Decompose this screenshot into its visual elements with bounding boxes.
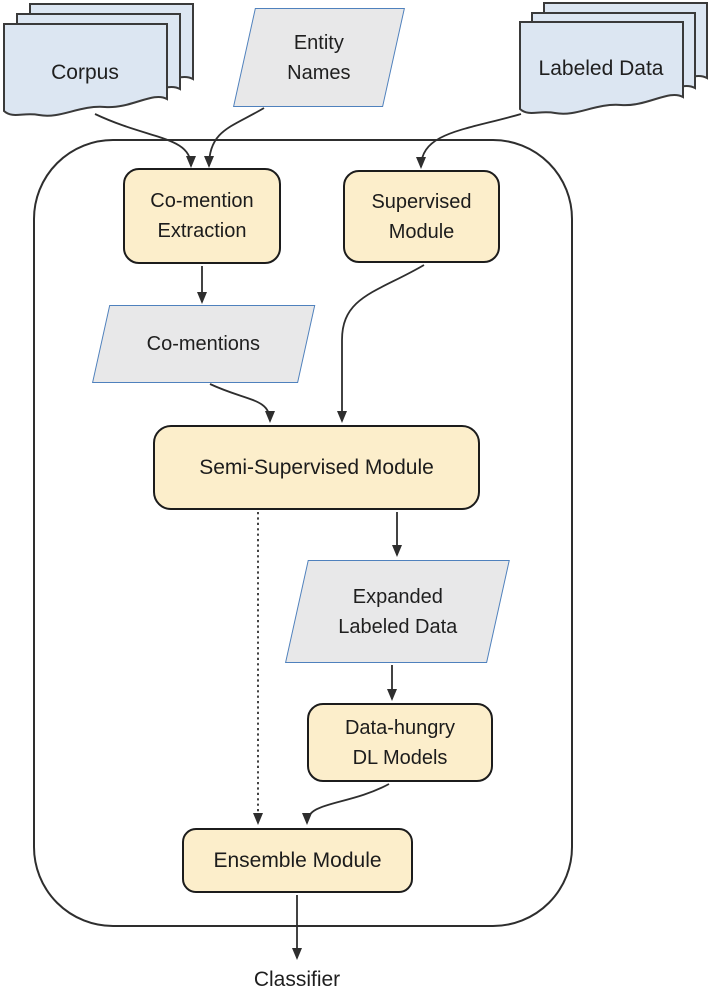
labeled-data-node-label: Labeled Data [538,57,664,80]
corpus-node-label: Corpus [51,61,119,84]
co-mention-extraction-node: Co-mention Extraction [123,168,281,264]
corpus-document-stack [3,3,194,117]
system-boundary-outline [33,139,573,927]
semi-supervised-module-node: Semi-Supervised Module [153,425,480,510]
data-hungry-dl-models-node: Data-hungry DL Models [307,703,493,782]
co-mention-extraction-label: Co-mention Extraction [150,190,254,242]
supervised-module-label: Supervised Module [371,190,472,243]
expanded-labeled-data-label: Expanded Labeled Data [337,585,457,638]
ensemble-module-node: Ensemble Module [182,828,413,893]
entity-names-label: Entity Names [287,31,351,84]
labeled-data-document-stack [519,2,708,115]
ensemble-module-label: Ensemble Module [213,848,382,872]
co-mentions-label: Co-mentions [146,333,261,355]
semi-supervised-module-label: Semi-Supervised Module [199,455,434,479]
co-mentions-node: Co-mentions [92,305,316,383]
supervised-module-node: Supervised Module [343,170,500,263]
data-hungry-dl-models-label: Data-hungry DL Models [344,716,456,769]
expanded-labeled-data-node: Expanded Labeled Data [285,560,510,663]
entity-names-node: Entity Names [233,8,405,107]
classifier-output-label: Classifier [253,968,341,991]
